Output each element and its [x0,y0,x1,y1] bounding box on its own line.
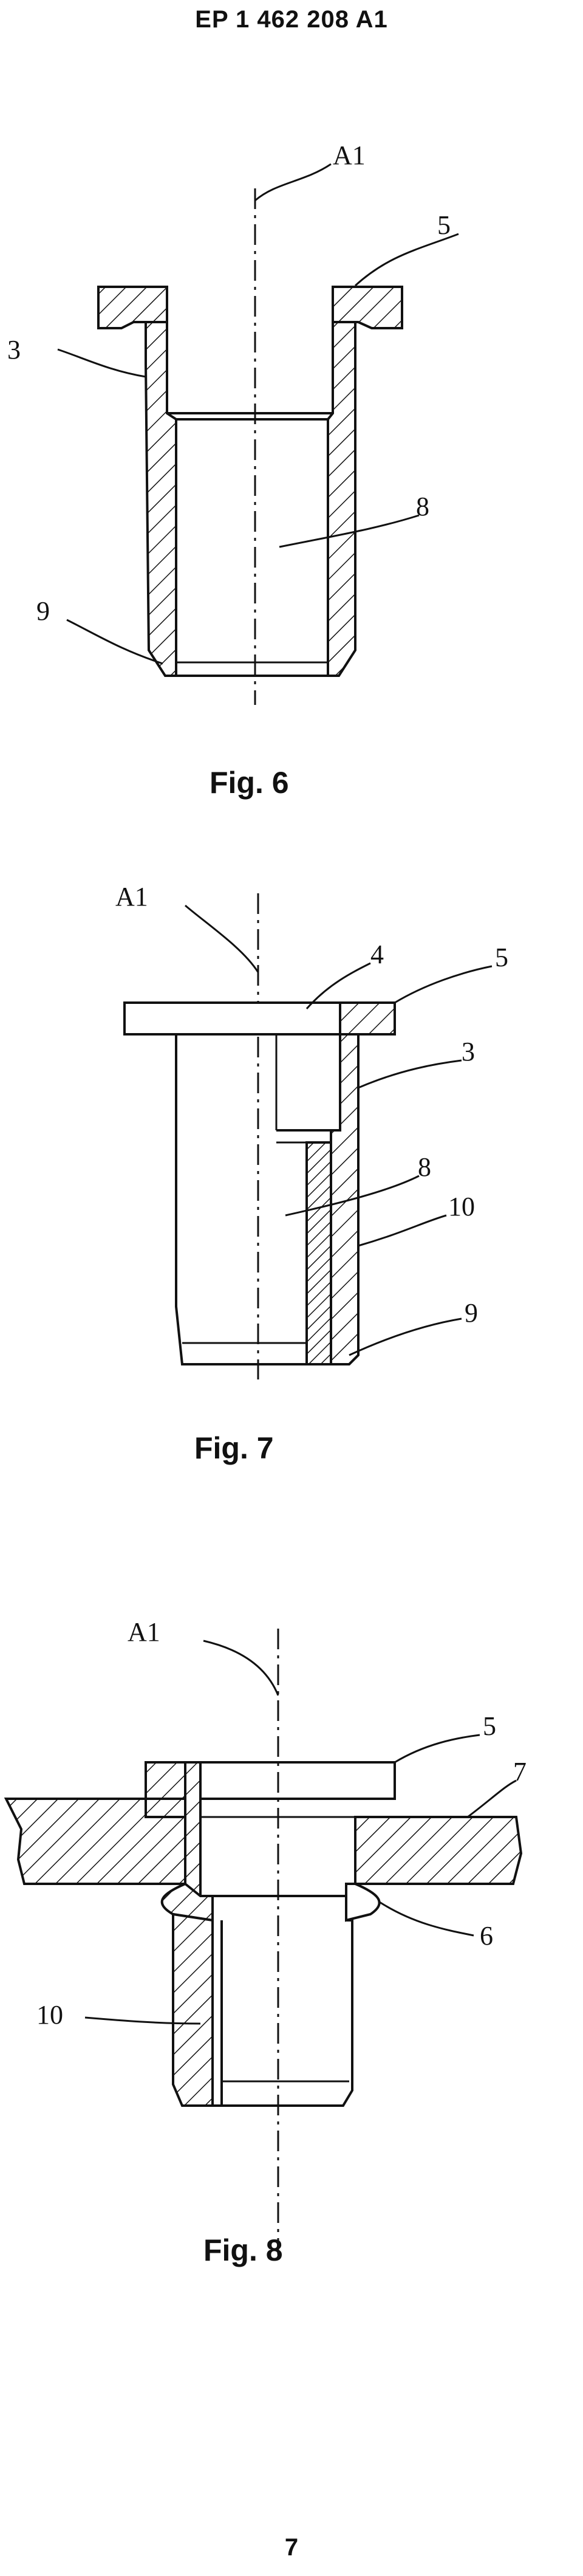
fig8-shank-section [172,1912,214,2107]
fig8-leader-6 [379,1901,474,1937]
fig6-label-9: 9 [36,596,50,626]
figure-7: A1 4 5 3 8 10 9 Fig. 7 [115,882,508,1465]
fig7-label-3: 3 [462,1037,475,1066]
fig7-label-8: 8 [418,1152,431,1182]
fig8-flange-section [145,1761,186,1818]
fig7-wall-section-lower [305,1141,332,1365]
fig8-plate-right [354,1816,523,1885]
fig8-label-5: 5 [483,1711,496,1741]
fig6-leader-8 [279,514,420,548]
fig8-label-6: 6 [480,1921,493,1951]
fig7-leader-8 [285,1175,420,1217]
fig8-wall-section [184,1761,202,1897]
page-number: 7 [284,2534,299,2561]
fig6-leader-9 [66,619,163,665]
fig6-leader-a1 [254,163,332,202]
fig7-leader-4 [305,962,371,1009]
fig8-label-7: 7 [513,1757,527,1787]
fig8-leader-7 [467,1779,517,1818]
fig8-flange [145,1761,396,1800]
fig7-shank-outline [175,1034,307,1365]
fig7-leader-3 [358,1059,462,1089]
fig6-leader-5 [354,233,459,287]
fig7-leader-a1 [185,904,259,973]
fig8-label-a1: A1 [128,1617,160,1647]
fig6-shank-right [327,321,356,677]
fig7-label-a1: A1 [115,882,148,912]
figure-6: A1 5 3 8 9 Fig. 6 [7,140,459,800]
fig7-leader-5 [394,965,493,1004]
fig7-leader-9 [349,1317,462,1356]
fig6-flange-left [97,286,168,329]
fig6-leader-3 [57,348,146,378]
fig6-label-5: 5 [437,210,451,240]
fig8-caption: Fig. 8 [203,2233,283,2267]
fig7-label-9: 9 [465,1298,478,1328]
fig7-label-10: 10 [448,1192,475,1221]
figure-8: A1 5 7 6 10 Fig. 8 [4,1617,527,2267]
fig7-label-4: 4 [370,939,384,969]
fig6-label-8: 8 [416,492,429,521]
fig8-bulge-left [160,1882,214,1922]
fig7-leader-10 [358,1214,447,1247]
fig6-caption: Fig. 6 [210,766,289,800]
fig8-leader-a1 [203,1640,279,1696]
fig7-caption: Fig. 7 [194,1431,274,1465]
fig7-label-5: 5 [495,943,508,972]
fig8-leader-5 [394,1734,480,1764]
fig8-shank-right [182,1919,353,2107]
fig7-flange-section [339,1001,396,1036]
fig6-label-a1: A1 [333,140,366,170]
publication-number: EP 1 462 208 A1 [195,6,388,33]
fig6-label-3: 3 [7,335,21,365]
fig6-shank-left [145,321,177,677]
fig8-label-10: 10 [36,2000,63,2030]
fig8-leader-10 [84,2016,201,2025]
fig8-bulge-right [345,1883,381,1922]
